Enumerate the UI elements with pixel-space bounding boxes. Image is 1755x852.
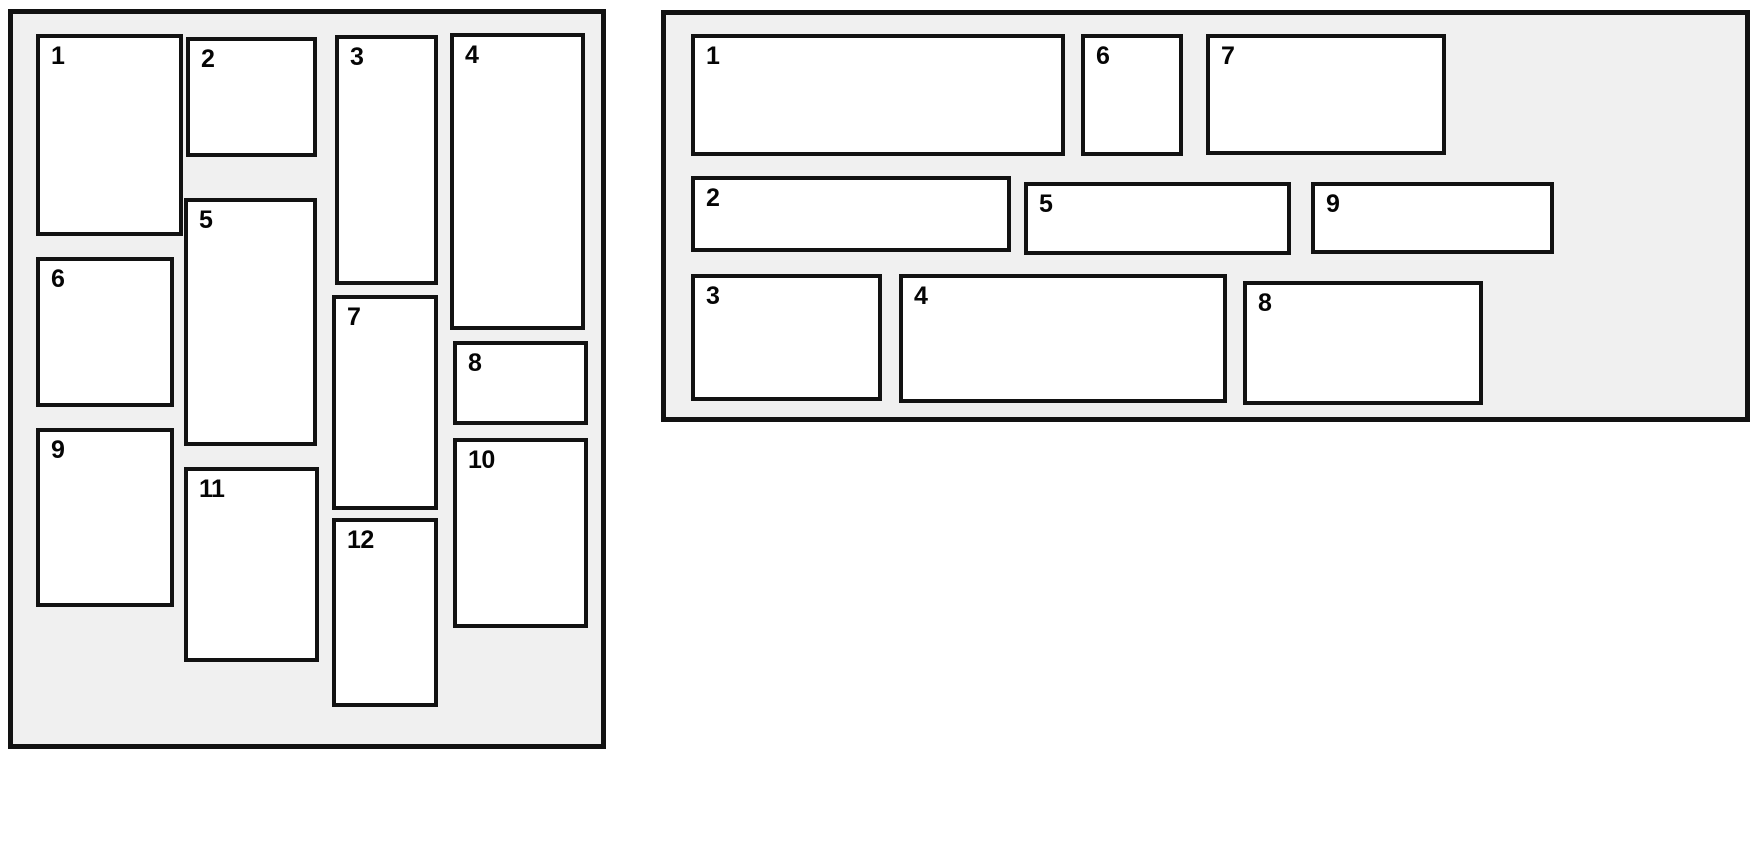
region-box-label: 2 [201,45,215,73]
region-box-3[interactable]: 3 [691,274,882,401]
region-box-12[interactable]: 12 [332,518,438,707]
region-box-label: 6 [51,265,65,293]
region-box-label: 7 [347,303,361,331]
region-box-2[interactable]: 2 [691,176,1011,252]
region-box-label: 8 [1258,289,1272,317]
region-box-label: 11 [199,475,225,503]
region-box-4[interactable]: 4 [450,33,585,330]
region-box-label: 3 [350,43,364,71]
region-box-label: 5 [1039,190,1053,218]
region-box-label: 2 [706,184,720,212]
region-box-8[interactable]: 8 [1243,281,1483,405]
region-box-7[interactable]: 7 [1206,34,1446,155]
region-box-label: 12 [347,526,374,554]
region-box-1[interactable]: 1 [691,34,1065,156]
region-box-label: 6 [1096,42,1110,70]
region-box-label: 4 [914,282,928,310]
region-box-6[interactable]: 6 [36,257,174,407]
region-box-label: 3 [706,282,720,310]
region-box-label: 4 [465,41,479,69]
region-box-6[interactable]: 6 [1081,34,1183,156]
right-panel: 1 6 7 2 5 9 3 4 8 [661,10,1750,422]
region-box-9[interactable]: 9 [36,428,174,607]
region-box-2[interactable]: 2 [186,37,317,157]
region-box-4[interactable]: 4 [899,274,1227,403]
region-box-8[interactable]: 8 [453,341,588,425]
region-box-7[interactable]: 7 [332,295,438,510]
region-box-1[interactable]: 1 [36,34,183,236]
region-box-label: 9 [1326,190,1340,218]
region-box-label: 1 [51,42,65,70]
region-box-5[interactable]: 5 [1024,182,1291,255]
region-box-label: 1 [706,42,720,70]
region-box-9[interactable]: 9 [1311,182,1554,254]
region-box-label: 5 [199,206,213,234]
region-box-11[interactable]: 11 [184,467,319,662]
region-box-label: 8 [468,349,482,377]
region-box-5[interactable]: 5 [184,198,317,446]
region-box-3[interactable]: 3 [335,35,438,285]
region-box-label: 10 [468,446,495,474]
region-box-label: 9 [51,436,65,464]
region-box-label: 7 [1221,42,1235,70]
region-box-10[interactable]: 10 [453,438,588,628]
